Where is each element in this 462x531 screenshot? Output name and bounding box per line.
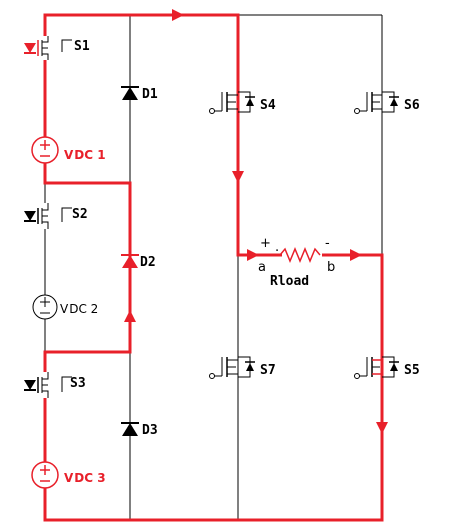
vdc1-main: V bbox=[64, 148, 74, 162]
diode-d3: D3 bbox=[121, 422, 158, 438]
s6-label: S6 bbox=[404, 98, 420, 113]
arrow-node-b bbox=[350, 249, 362, 261]
s1-label: S1 bbox=[74, 39, 90, 54]
switch-s4: S4 bbox=[209, 91, 276, 114]
switch-s1: S1 bbox=[24, 36, 90, 60]
vdc3-main: V bbox=[64, 471, 74, 485]
minus-sign: - bbox=[325, 236, 330, 251]
svg-text:VDC 2: VDC 2 bbox=[60, 302, 98, 316]
vdc3-sub: DC 3 bbox=[74, 471, 105, 485]
diode-d2: D2 bbox=[121, 254, 156, 270]
source-vdc2: VDC 2 bbox=[32, 294, 98, 320]
plus-sign: + bbox=[260, 236, 271, 251]
arrow-node-a bbox=[247, 249, 259, 261]
source-vdc3: VDC 3 bbox=[31, 461, 106, 489]
d3-label: D3 bbox=[142, 423, 158, 438]
diode-d1: D1 bbox=[121, 86, 158, 102]
vdc2-sub: DC 2 bbox=[69, 302, 98, 316]
node-a-label: a bbox=[258, 260, 266, 275]
s7-label: S7 bbox=[260, 363, 276, 378]
rload-label: Rload bbox=[270, 274, 309, 289]
switch-s6: S6 bbox=[354, 91, 420, 114]
arrow-d2-low bbox=[124, 310, 136, 322]
arrow-top bbox=[172, 9, 184, 21]
polarity-dot: . bbox=[275, 240, 279, 255]
s3-label: S3 bbox=[70, 376, 86, 391]
s2-label: S2 bbox=[72, 207, 88, 222]
source-vdc1: VDC 1 bbox=[31, 136, 106, 164]
vdc2-main: V bbox=[60, 302, 69, 316]
svg-text:VDC 3: VDC 3 bbox=[64, 471, 106, 485]
switch-s2: S2 bbox=[24, 203, 88, 229]
arrow-s4 bbox=[232, 171, 244, 183]
load-resistor: + . - a b Rload bbox=[258, 236, 335, 289]
s4-label: S4 bbox=[260, 98, 276, 113]
node-b-label: b bbox=[327, 260, 335, 275]
switch-s5: S5 bbox=[354, 356, 420, 379]
d1-label: D1 bbox=[142, 87, 158, 102]
svg-text:VDC 1: VDC 1 bbox=[64, 148, 106, 162]
s5-label: S5 bbox=[404, 363, 420, 378]
d2-label: D2 bbox=[140, 255, 156, 270]
arrow-s5 bbox=[376, 422, 388, 434]
active-current-path bbox=[43, 9, 388, 522]
vdc1-sub: DC 1 bbox=[74, 148, 105, 162]
switch-s3: S3 bbox=[24, 372, 86, 398]
switch-s7: S7 bbox=[209, 356, 276, 379]
